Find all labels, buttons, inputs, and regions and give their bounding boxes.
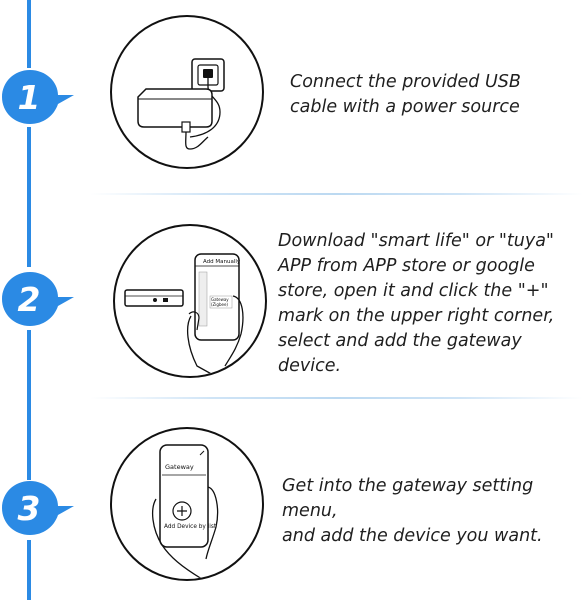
step-2-badge: 2 <box>0 270 80 330</box>
timeline-rail <box>27 127 31 267</box>
step-3-illustration: Gateway Add Device by list <box>110 427 264 581</box>
step-2-illustration: Add Manually Gateway (Zigbee) <box>113 224 267 378</box>
step-3-number: 3 <box>17 489 41 528</box>
step-1-badge: 1 <box>0 68 80 128</box>
phone-app-illustration-icon: Add Manually Gateway (Zigbee) <box>124 253 244 376</box>
step-2-number: 2 <box>17 280 41 319</box>
step-1-illustration <box>110 15 264 169</box>
timeline-rail <box>27 0 31 68</box>
step-2-description: Download "smart life" or "tuya" APP from… <box>278 231 555 376</box>
phone-tile-label-2: (Zigbee) <box>211 302 228 307</box>
usb-power-illustration-icon <box>137 58 225 150</box>
phone-header-label: Add Manually <box>203 259 241 265</box>
step-1-description: Connect the provided USB cable with a po… <box>290 72 521 117</box>
timeline-rail <box>27 540 31 600</box>
phone-tile-label-1: Gateway <box>211 297 229 302</box>
timeline-rail <box>27 330 31 480</box>
step-separator <box>90 397 583 399</box>
phone-add-device-label: Add Device by list <box>164 524 217 530</box>
step-3-description: Get into the gateway setting menu, and a… <box>282 476 543 546</box>
step-1-number: 1 <box>17 78 41 117</box>
gateway-add-device-illustration-icon: Gateway Add Device by list <box>151 444 219 579</box>
phone-title-label: Gateway <box>165 463 194 471</box>
step-3-badge: 3 <box>0 479 80 539</box>
step-separator <box>90 193 583 195</box>
